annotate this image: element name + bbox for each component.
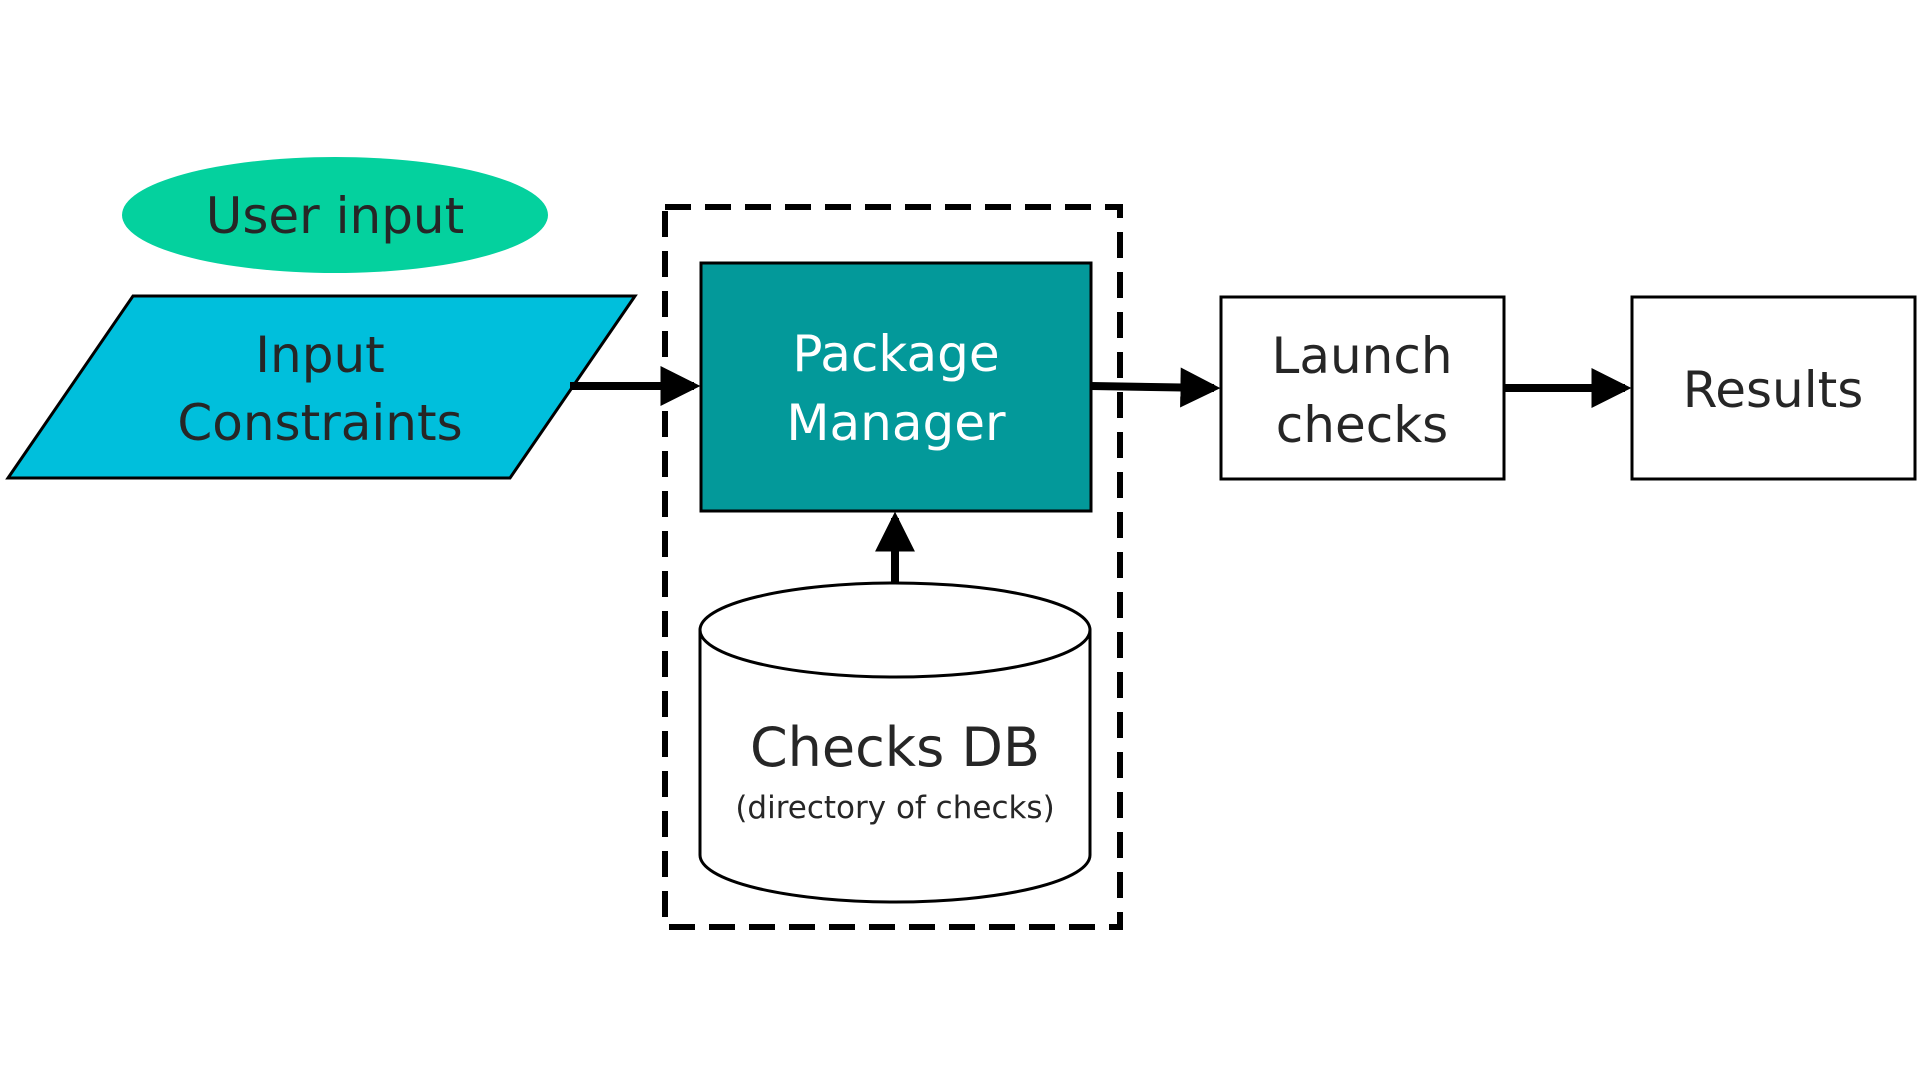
input-constraints-node: Input Constraints (5, 294, 638, 480)
checks-db-cylinder-top (698, 581, 1092, 679)
launch-checks-label-line1: Launch (1271, 327, 1452, 385)
results-label: Results (1683, 361, 1864, 419)
package-manager-label-line2: Manager (786, 394, 1006, 452)
results-box (1630, 295, 1917, 481)
user-input-label: User input (206, 187, 464, 245)
user-input-ellipse (122, 157, 548, 273)
checks-db-subtitle: (directory of checks) (735, 790, 1054, 826)
checks-db-node: Checks DB (directory of checks) (698, 581, 1092, 904)
input-constraints-label-line1: Input (255, 326, 384, 384)
results-node: Results (1630, 295, 1917, 481)
package-manager-node: Package Manager (699, 261, 1093, 513)
input-constraints-label-line2: Constraints (177, 394, 462, 452)
user-input-node: User input (122, 157, 548, 273)
package-manager-group-boundary (662, 204, 1123, 930)
checks-db-cylinder-body (698, 628, 1092, 904)
arrow-manager-to-launch (1090, 367, 1221, 408)
launch-checks-node: Launch checks (1219, 295, 1506, 481)
checks-db-title: Checks DB (750, 716, 1040, 779)
launch-checks-box (1219, 295, 1506, 481)
launch-checks-label-line2: checks (1276, 396, 1448, 454)
package-manager-label-line1: Package (792, 325, 999, 383)
input-constraints-parallelogram (5, 294, 638, 480)
package-manager-box (699, 261, 1093, 513)
